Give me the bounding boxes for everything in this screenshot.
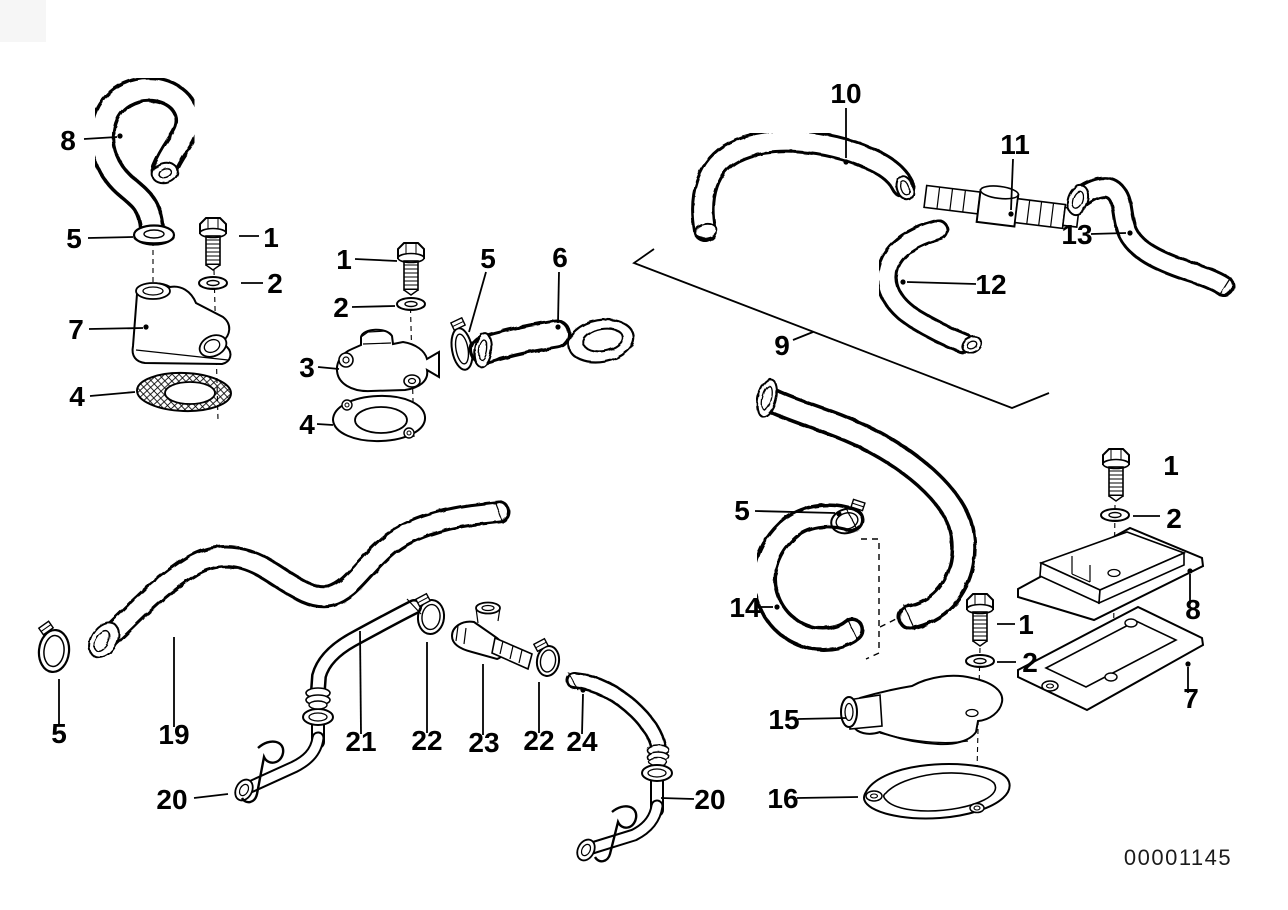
part-5-seal-washer	[132, 224, 176, 246]
callout-label[interactable]: 1	[336, 244, 352, 275]
part-9-group-indicator	[632, 248, 1050, 409]
callout-label[interactable]: 22	[523, 725, 554, 756]
callout-label[interactable]: 5	[734, 495, 750, 526]
clamp-position-bracket	[861, 538, 899, 660]
part-10-vent-hose	[691, 129, 915, 242]
part-2-washer	[1100, 508, 1130, 522]
callout-label[interactable]: 16	[767, 783, 798, 814]
callout-label[interactable]: 2	[1022, 647, 1038, 678]
part-3-thermostat-cover	[335, 328, 440, 393]
part-14-hose	[752, 503, 865, 652]
scan-smudge	[0, 0, 46, 42]
callout-label[interactable]: 5	[66, 223, 82, 254]
part-5-hose-clamp	[830, 498, 866, 535]
part-6-eye-hose	[469, 318, 635, 368]
part-2-washer	[965, 654, 995, 668]
callout-label[interactable]: 1	[1018, 609, 1034, 640]
part-20-drain-pipe	[234, 708, 334, 804]
part-2-washer	[198, 276, 228, 290]
callout-label[interactable]: 7	[1183, 683, 1199, 714]
part-7-union-housing	[131, 282, 232, 366]
callout-label[interactable]: 23	[468, 727, 499, 758]
callout-label[interactable]: 21	[345, 726, 376, 757]
callout-label[interactable]: 8	[1185, 594, 1201, 625]
part-4-gasket-crosshatch	[136, 371, 232, 413]
part-21-pipe	[305, 598, 422, 710]
document-number: 00001145	[1124, 845, 1232, 870]
callout-label[interactable]: 11	[1000, 129, 1030, 160]
part-11-t-connector	[923, 184, 1080, 230]
part-20-drain-pipe	[576, 764, 673, 863]
callout-label[interactable]: 5	[480, 243, 496, 274]
callout-label[interactable]: 15	[768, 704, 799, 735]
part-5-hose-clamp	[37, 620, 71, 674]
part-23-t-valve	[450, 601, 533, 671]
callout-label[interactable]: 9	[774, 330, 790, 361]
hose-segment-upper	[756, 378, 977, 631]
callout-label[interactable]: 14	[729, 592, 761, 623]
callout-label[interactable]: 1	[1163, 450, 1179, 481]
part-16-gasket	[863, 763, 1011, 820]
callout-label[interactable]: 7	[68, 314, 84, 345]
retaining-clip	[240, 740, 285, 804]
callout-label[interactable]: 13	[1061, 219, 1092, 250]
part-22-hose-clamp	[415, 592, 446, 635]
callout-label[interactable]: 2	[333, 292, 349, 323]
callout-label[interactable]: 3	[299, 352, 315, 383]
callout-label[interactable]: 4	[299, 409, 315, 440]
leader-lines	[58, 108, 1193, 800]
part-2-washer	[396, 297, 426, 311]
callout-label[interactable]: 12	[975, 269, 1006, 300]
callout-labels: 8 5 1 2 7 4 1 2 3 4 5 6 10 11 12 13 9 5 …	[51, 78, 1201, 815]
part-12-hose	[875, 219, 983, 355]
callout-label[interactable]: 10	[830, 78, 861, 109]
part-7-cover-gasket	[1017, 605, 1205, 712]
part-15-manifold-elbow	[840, 674, 1004, 746]
callout-label[interactable]: 8	[60, 125, 76, 156]
callout-label[interactable]: 1	[263, 222, 279, 253]
part-8-cover	[1017, 526, 1205, 622]
callout-label[interactable]: 2	[267, 268, 283, 299]
callout-label[interactable]: 2	[1166, 503, 1182, 534]
part-8-breather-hose	[89, 76, 201, 241]
callout-label[interactable]: 19	[158, 719, 189, 750]
callout-label[interactable]: 24	[566, 726, 598, 757]
callout-label[interactable]: 22	[411, 725, 442, 756]
callout-label[interactable]: 6	[552, 242, 568, 273]
callout-label[interactable]: 5	[51, 718, 67, 749]
retaining-clip	[593, 805, 638, 863]
part-24-hose	[565, 671, 670, 767]
callout-label[interactable]: 20	[156, 784, 187, 815]
part-4-gasket	[331, 394, 427, 443]
part-22-hose-clamp	[533, 637, 561, 677]
part-19-water-hose	[88, 500, 511, 659]
callout-label[interactable]: 20	[694, 784, 725, 815]
callout-label[interactable]: 4	[69, 381, 85, 412]
